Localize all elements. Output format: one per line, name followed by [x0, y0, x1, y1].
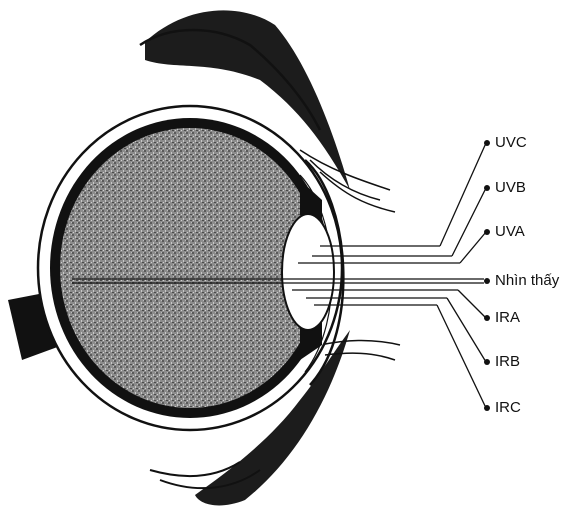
label-ira: IRA — [495, 310, 520, 325]
label-visible: Nhìn thấy — [495, 273, 559, 288]
lens — [282, 214, 334, 330]
vitreous-body — [60, 128, 320, 408]
label-dots — [484, 140, 490, 411]
label-uva: UVA — [495, 224, 525, 239]
leader-lines — [437, 143, 486, 408]
label-uvb: UVB — [495, 180, 526, 195]
label-irc: IRC — [495, 400, 521, 415]
label-irb: IRB — [495, 354, 520, 369]
label-uvc: UVC — [495, 135, 527, 150]
